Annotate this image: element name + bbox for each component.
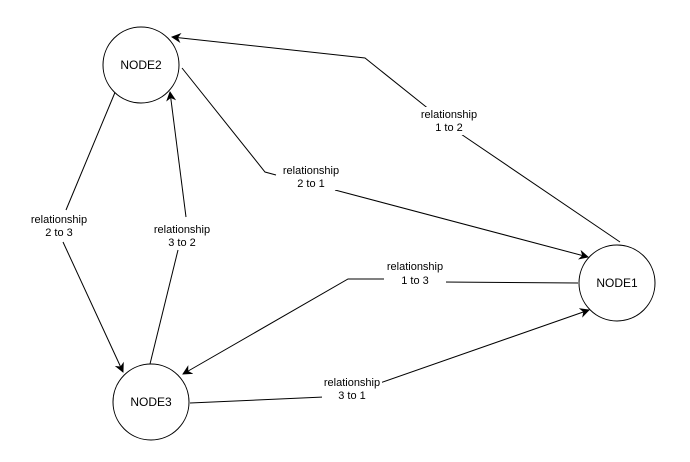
edge-label-1-to-2-line1: relationship xyxy=(421,109,477,121)
edge-label-3-to-2-line1: relationship xyxy=(154,224,210,236)
edge-label-2-to-3-line2: 2 to 3 xyxy=(45,227,73,239)
node-1-label: NODE1 xyxy=(596,276,638,290)
edge-2-to-3[interactable]: relationship 2 to 3 xyxy=(28,89,124,373)
edge-1-to-2[interactable]: relationship 1 to 2 xyxy=(171,33,621,243)
node-2[interactable]: NODE2 xyxy=(102,26,180,104)
edge-label-2-to-3-line1: relationship xyxy=(31,214,87,226)
edge-2-to-1[interactable]: relationship 2 to 1 xyxy=(181,67,589,260)
node-2-label: NODE2 xyxy=(120,58,162,72)
edge-label-1-to-3-line2: 1 to 3 xyxy=(401,275,429,287)
edge-label-2-to-1-line2: 2 to 1 xyxy=(297,178,325,190)
edge-label-1-to-2-line2: 1 to 2 xyxy=(435,122,463,134)
node-3[interactable]: NODE3 xyxy=(112,363,190,441)
edge-label-1-to-3-line1: relationship xyxy=(387,261,443,273)
edge-1-to-3[interactable]: relationship 1 to 3 xyxy=(182,261,579,375)
node-3-label: NODE3 xyxy=(130,395,172,409)
edge-3-to-1[interactable]: relationship 3 to 1 xyxy=(189,308,590,404)
edge-label-3-to-1-line2: 3 to 1 xyxy=(338,390,366,402)
edge-label-3-to-2-line2: 3 to 2 xyxy=(168,237,196,249)
node-1[interactable]: NODE1 xyxy=(578,244,656,322)
edge-label-3-to-1-line1: relationship xyxy=(324,377,380,389)
edge-3-to-2[interactable]: relationship 3 to 2 xyxy=(149,91,213,365)
edge-label-2-to-1-line1: relationship xyxy=(283,165,339,177)
